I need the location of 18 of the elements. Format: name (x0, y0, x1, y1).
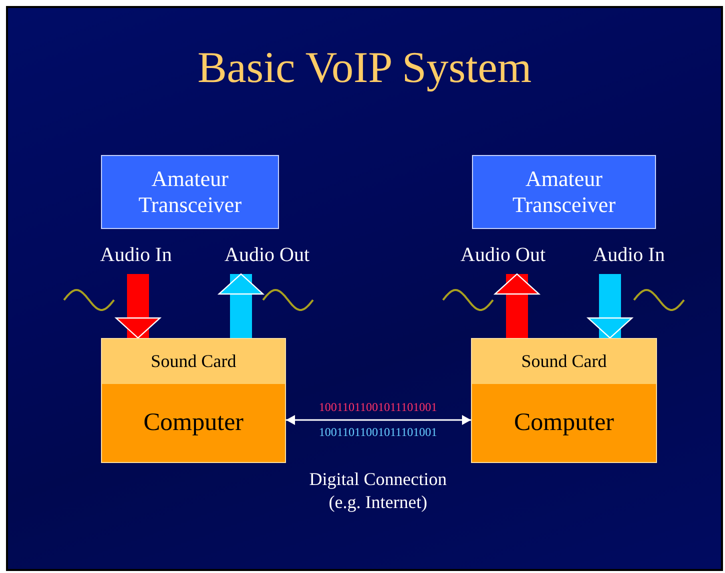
binary-data-text: 10011011001011101001 (318, 401, 438, 413)
transceiver-box (101, 155, 279, 229)
signal-label: Audio In (90, 243, 182, 268)
signal-label: Audio Out (449, 243, 557, 268)
connection-caption: Digital Connection (e.g. Internet) (308, 468, 448, 514)
binary-data-text: 10011011001011101001 (318, 426, 438, 438)
signal-label: Audio In (583, 243, 675, 268)
title: Basic VoIP System (196, 42, 533, 93)
sound-card-band: Sound Card (472, 339, 656, 384)
computer-box (471, 338, 657, 463)
signal-label: Audio Out (213, 243, 321, 268)
node-label: Computer (142, 408, 244, 438)
computer-box (101, 338, 286, 463)
node-label: Computer (513, 408, 615, 438)
transceiver-box (472, 155, 656, 229)
node-label: Amateur Transceiver (511, 166, 617, 218)
sound-card-band: Sound Card (102, 339, 285, 384)
node-label: Amateur Transceiver (137, 166, 243, 218)
